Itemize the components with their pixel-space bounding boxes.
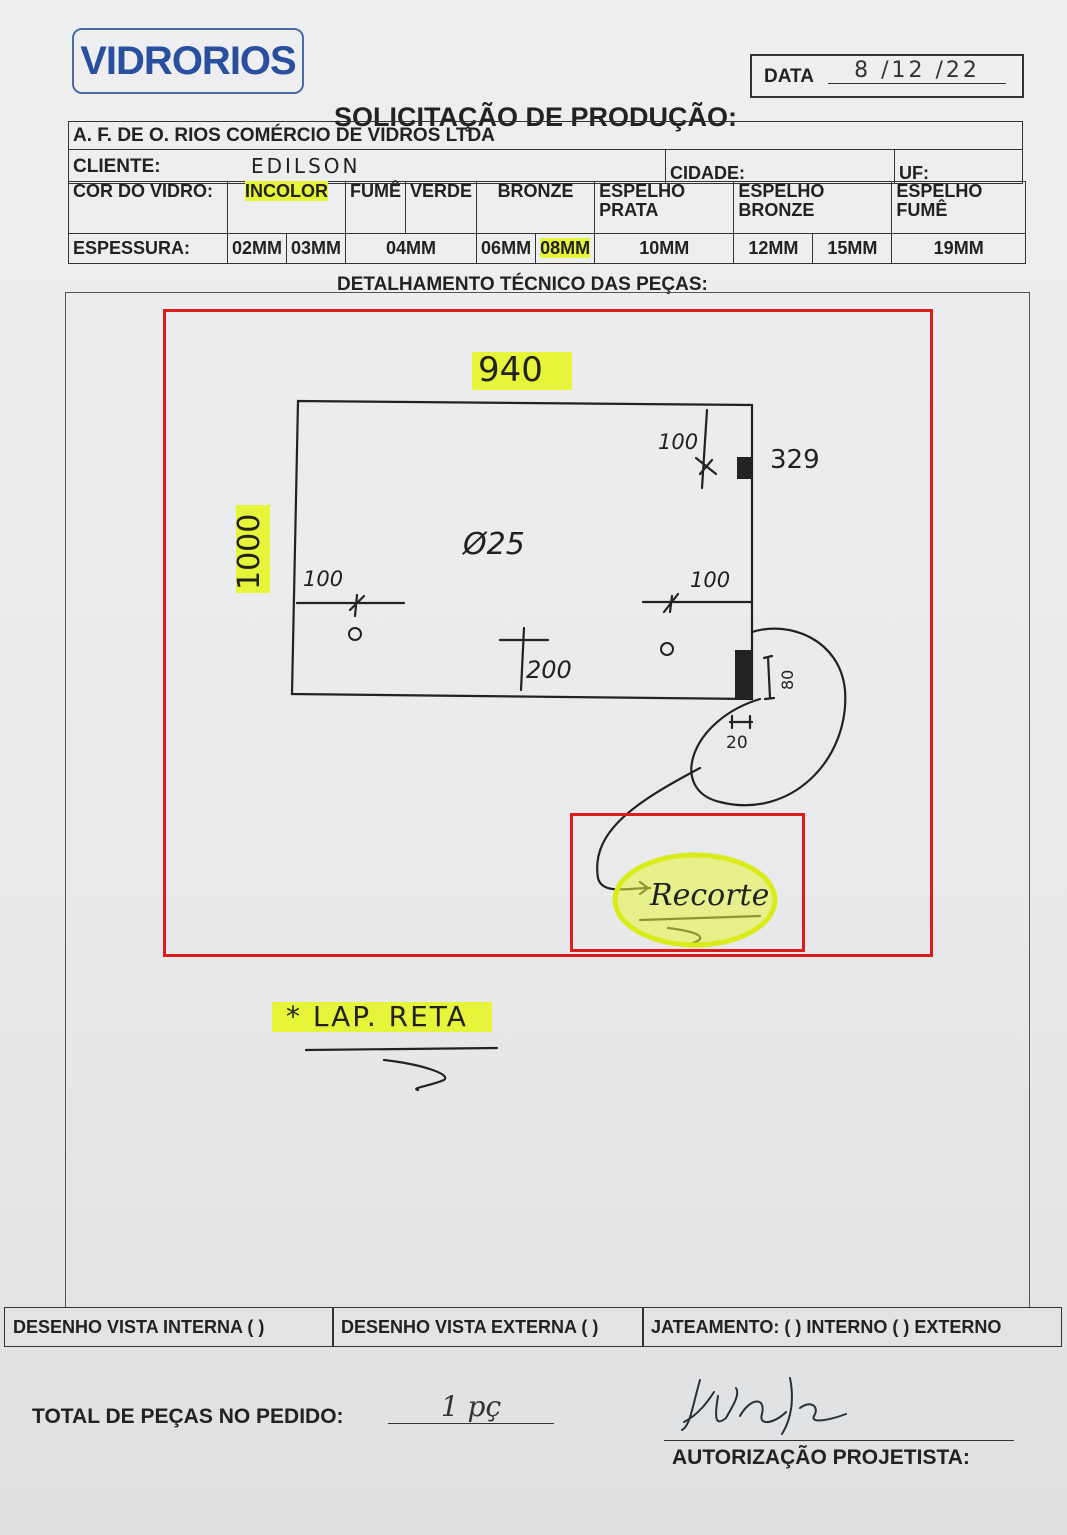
bottom-center-mark [498,626,550,692]
glass-option-fume: FUMÊ [345,181,407,234]
cutout-highlight [615,855,775,945]
cutout-circle [690,627,847,807]
technical-detail-title: DETALHAMENTO TÉCNICO DAS PEÇAS: [337,274,708,295]
technical-detail-area [65,292,1030,1308]
glass-option-incolor: INCOLOR [245,181,329,201]
company-client-table: A. F. DE O. RIOS COMÉRCIO DE VIDROS LTDA… [68,121,1023,184]
top-hole-offset: 100 [658,430,699,454]
bottom-notch-mark [735,650,752,699]
sketch-annotation-box [163,309,933,957]
glass-color-label: COR DO VIDRO: [68,181,228,234]
thickness-option-10: 10MM [594,233,735,264]
glass-option-verde: VERDE [405,181,478,234]
thickness-option-12: 12MM [733,233,814,264]
cutout-annotation-box [570,813,805,952]
client-label: CLIENTE: [68,149,177,184]
authorization-line [664,1440,1014,1441]
width-highlight [472,352,572,390]
left-hole-offset: 100 [303,567,344,591]
thickness-option-02: 02MM [226,233,288,264]
glass-option-bronze: BRONZE [476,181,596,234]
width-dimension: 940 [478,350,543,390]
thickness-option-06: 06MM [476,233,537,264]
right-hole-circle [660,642,674,656]
top-notch-mark [737,457,751,479]
company-name: A. F. DE O. RIOS COMÉRCIO DE VIDROS LTDA [68,121,1023,150]
authorization-label: AUTORIZAÇÃO PROJETISTA: [672,1446,970,1469]
thickness-option-19: 19MM [891,233,1026,264]
cutout-label: Recorte [650,878,770,913]
note-text: * LAP. RETA [286,1000,468,1033]
cutout-highlight-ring [612,852,778,948]
right-hole-mark [641,592,754,614]
note-underline [304,1046,499,1092]
right-hole-offset: 100 [690,568,731,592]
company-logo: VIDRORIOS [72,28,304,94]
view-external: DESENHO VISTA EXTERNA ( ) [332,1307,644,1347]
height-highlight [236,505,270,593]
date-box: DATA 8 /12 /22 [750,54,1024,98]
notch-width-dimension [728,714,754,730]
city-label: CIDADE: [665,149,895,184]
date-label: DATA [764,66,814,87]
thickness-label: ESPESSURA: [68,233,228,264]
notch-height-dimension [762,654,776,701]
left-hole-mark [295,593,406,618]
total-pieces-label: TOTAL DE PEÇAS NO PEDIDO: [32,1405,344,1428]
thickness-option-03: 03MM [286,233,347,264]
left-hole-circle [348,627,362,641]
blasting-options: JATEAMENTO: ( ) INTERNO ( ) EXTERNO [642,1307,1062,1347]
client-value: EDILSON [251,153,361,178]
designer-signature [681,1377,847,1435]
date-value: 8 /12 /22 [828,58,1006,84]
glass-option-espelho-fume: ESPELHO FUMÊ [891,181,1026,234]
thickness-option-08: 08MM [540,238,591,259]
glass-option-espelho-bronze: ESPELHO BRONZE [733,181,893,234]
top-notch-offset: 329 [770,445,820,475]
glass-spec-table: COR DO VIDRO: INCOLOR FUMÊ VERDE BRONZE … [68,181,1026,264]
hole-diameter: Ø25 [463,527,525,562]
note-highlight [272,1002,492,1032]
glass-option-espelho-prata: ESPELHO PRATA [594,181,735,234]
notch-width: 20 [726,733,748,753]
view-internal: DESENHO VISTA INTERNA ( ) [4,1307,334,1347]
thickness-option-04: 04MM [345,233,478,264]
top-hole-mark [694,408,718,490]
total-pieces-value: 1 pç [388,1390,554,1424]
thickness-option-15: 15MM [812,233,893,264]
bottom-center-offset: 200 [526,656,572,684]
